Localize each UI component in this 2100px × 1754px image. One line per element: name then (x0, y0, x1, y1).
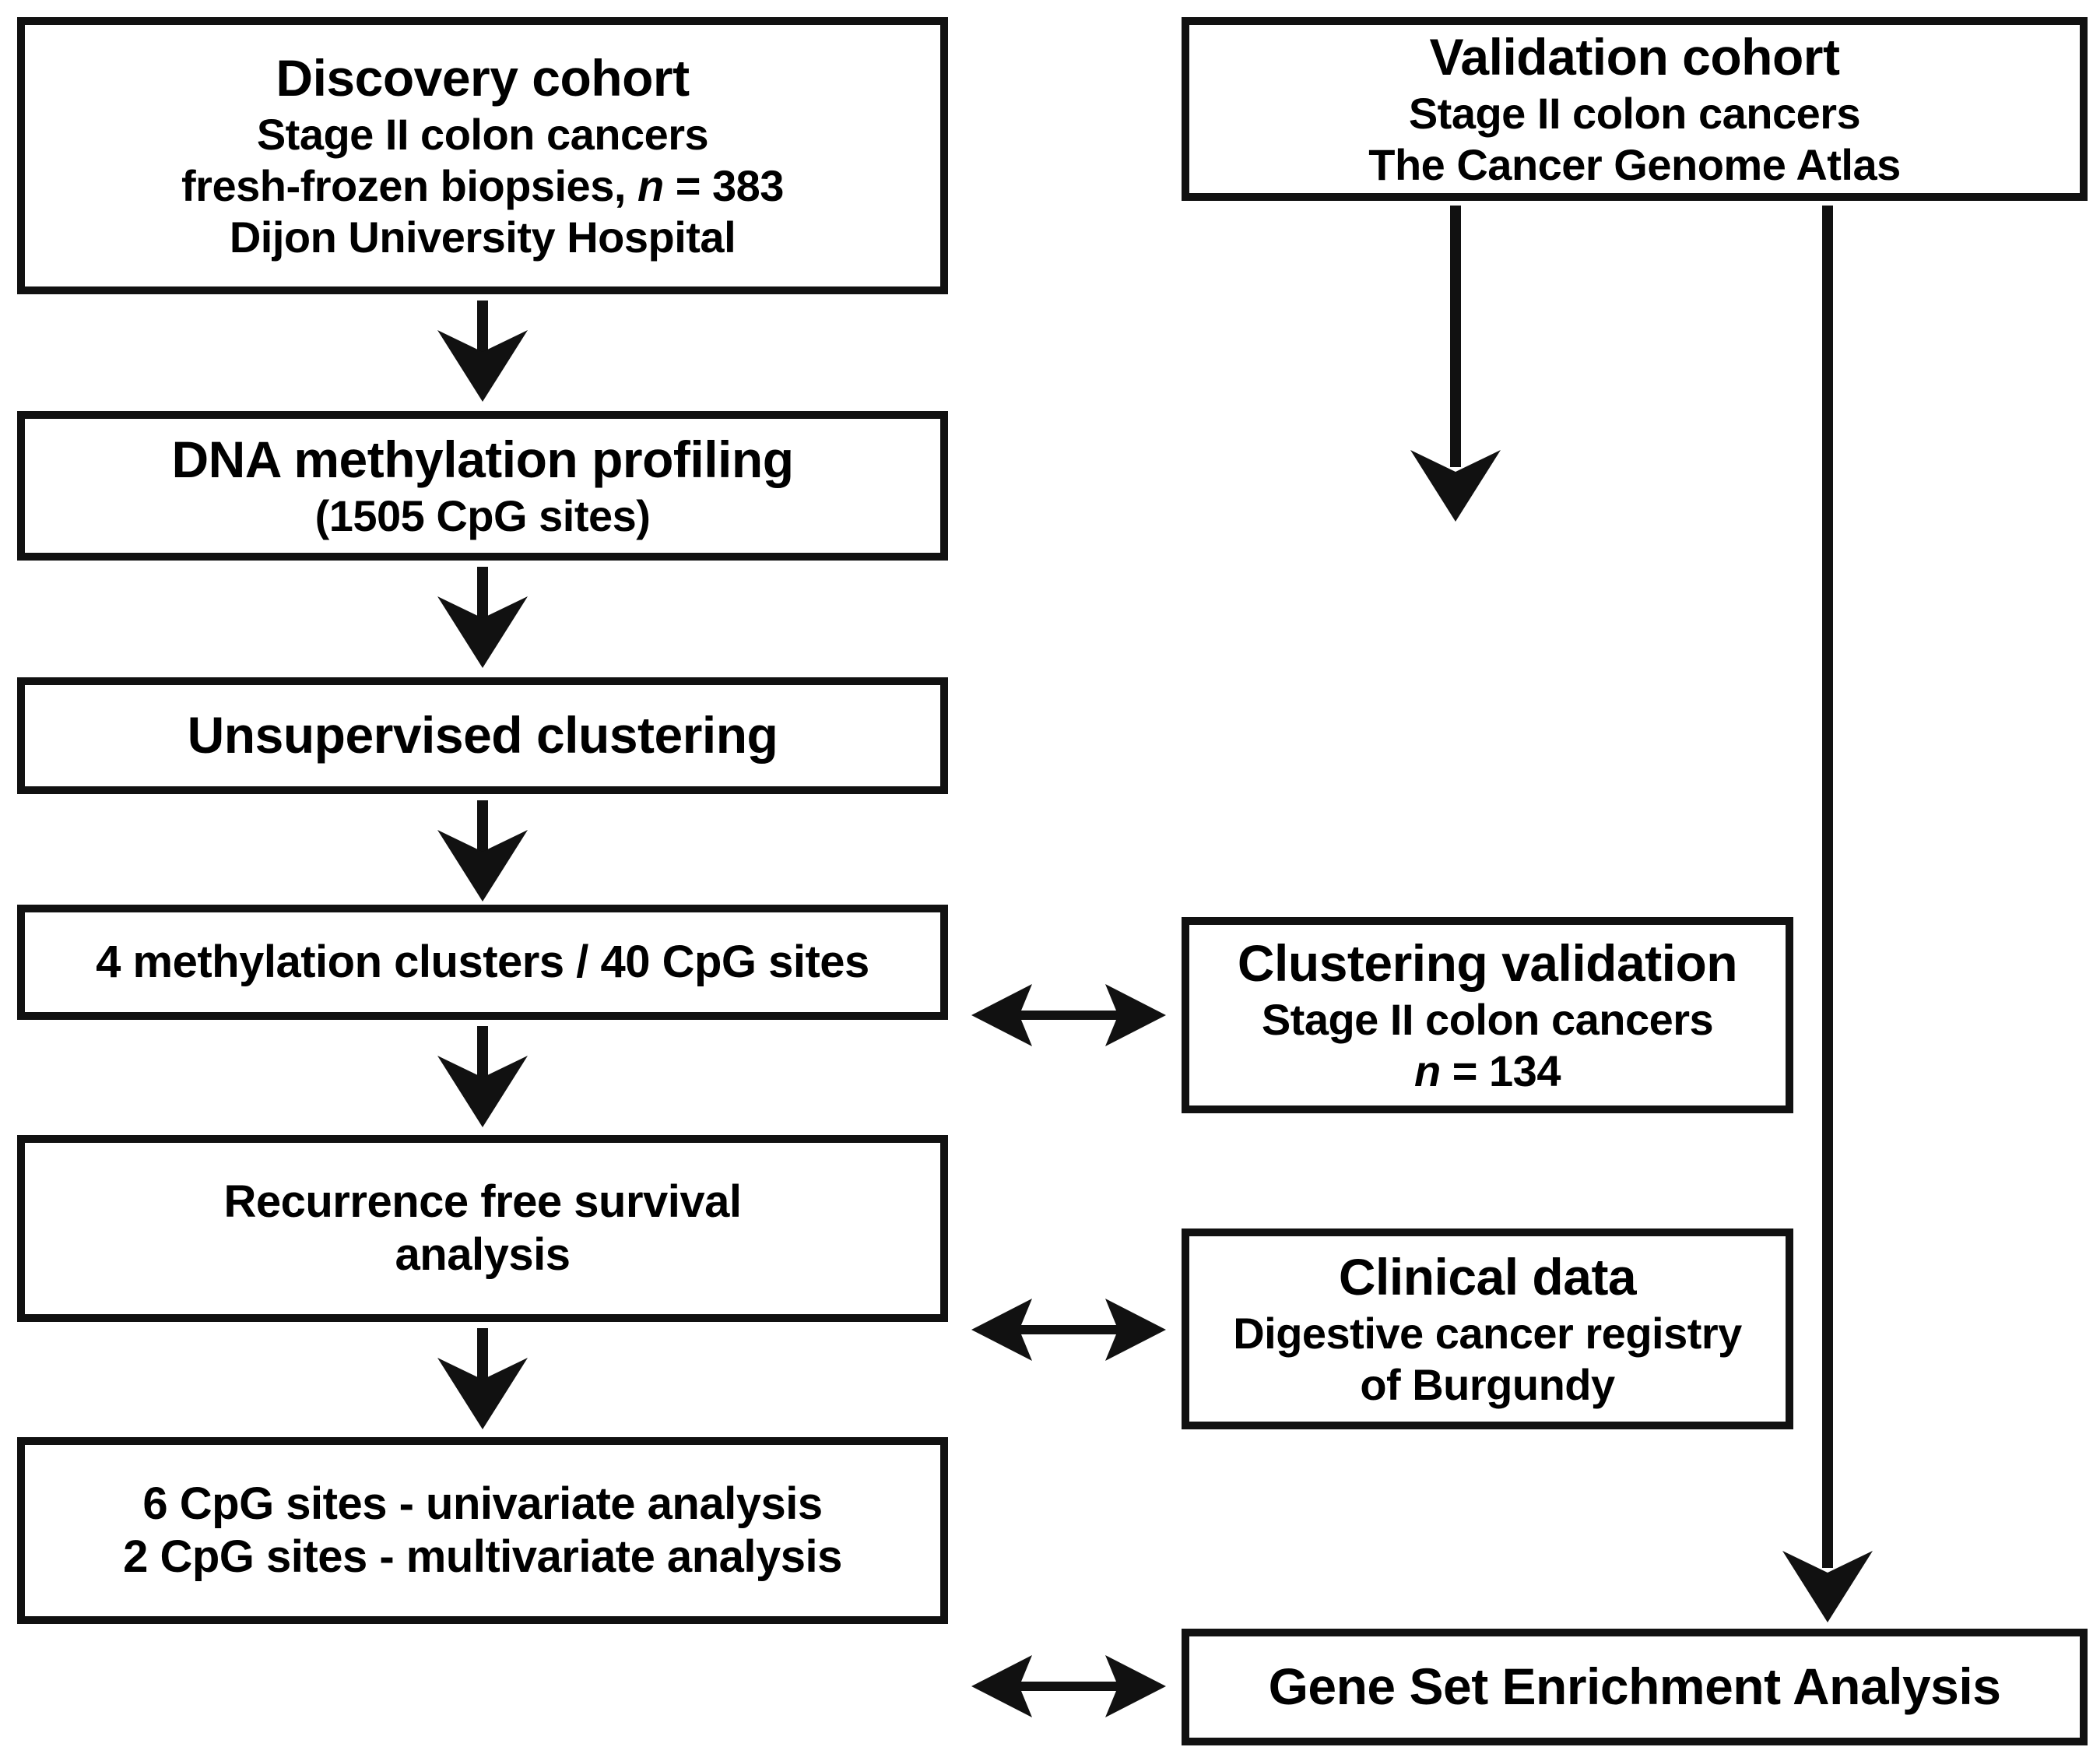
clustering-validation-line2: Stage II colon cancers (1261, 994, 1714, 1044)
discovery-cohort-line3-pre: fresh-frozen biopsies, (181, 160, 637, 210)
discovery-cohort-line4: Dijon University Hospital (229, 212, 736, 262)
arrow-validation-to-clustering-validation (1409, 206, 1502, 523)
discovery-cohort-title: Discovery cohort (276, 48, 690, 107)
arrowhead-down-icon (437, 830, 528, 902)
unsupervised-clustering-title: Unsupervised clustering (187, 706, 778, 765)
double-arrow-icon (971, 1655, 1166, 1717)
clinical-data-title: Clinical data (1338, 1247, 1637, 1306)
node-dna-methylation-profiling: DNA methylation profiling (1505 CpG site… (17, 411, 948, 561)
discovery-cohort-line2: Stage II colon cancers (256, 109, 709, 159)
arrow-rfs-to-cpg (436, 1328, 529, 1431)
gsea-title: Gene Set Enrichment Analysis (1268, 1657, 2001, 1716)
node-gene-set-enrichment-analysis: Gene Set Enrichment Analysis (1182, 1629, 2088, 1745)
arrowhead-down-icon (1410, 450, 1501, 522)
double-arrow-icon (971, 1299, 1166, 1361)
arrow-methylation-to-clustering (436, 567, 529, 670)
dna-methylation-line2: (1505 CpG sites) (314, 490, 651, 540)
node-clinical-data: Clinical data Digestive cancer registry … (1182, 1229, 1793, 1429)
dna-methylation-title: DNA methylation profiling (171, 431, 794, 489)
arrow-clusters-to-rfs (436, 1026, 529, 1129)
clinical-data-line2: Digestive cancer registry (1233, 1308, 1742, 1358)
node-clustering-validation: Clustering validation Stage II colon can… (1182, 917, 1793, 1113)
discovery-cohort-n-symbol: n (637, 160, 664, 210)
clustering-validation-line3-post: = 134 (1440, 1046, 1561, 1095)
discovery-cohort-line3: fresh-frozen biopsies, n = 383 (181, 160, 784, 212)
double-arrow-clusters-clustering-validation (971, 979, 1166, 1051)
discovery-cohort-line3-post: = 383 (663, 160, 785, 210)
methylation-clusters-title: 4 methylation clusters / 40 CpG sites (96, 936, 869, 987)
arrowhead-down-icon (437, 330, 528, 402)
node-recurrence-free-survival: Recurrence free survival analysis (17, 1135, 948, 1322)
arrowhead-down-icon (437, 596, 528, 668)
validation-cohort-line2: Stage II colon cancers (1408, 88, 1861, 138)
arrowhead-down-icon (1782, 1551, 1873, 1622)
cpg-analysis-line2: 2 CpG sites - multivariate analysis (123, 1531, 842, 1582)
arrowhead-down-icon (437, 1358, 528, 1429)
validation-cohort-line3: The Cancer Genome Atlas (1368, 139, 1901, 189)
cpg-analysis-line1: 6 CpG sites - univariate analysis (142, 1478, 823, 1529)
arrow-discovery-to-methylation (436, 301, 529, 403)
node-validation-cohort: Validation cohort Stage II colon cancers… (1182, 17, 2088, 201)
rfs-line2: analysis (395, 1229, 571, 1280)
rfs-line1: Recurrence free survival (223, 1176, 742, 1227)
double-arrow-rfs-clinical-data (971, 1294, 1166, 1366)
clustering-validation-n-symbol: n (1414, 1046, 1441, 1095)
arrow-validation-to-gsea (1781, 206, 1874, 1624)
node-discovery-cohort: Discovery cohort Stage II colon cancers … (17, 17, 948, 294)
node-unsupervised-clustering: Unsupervised clustering (17, 677, 948, 794)
node-cpg-analysis: 6 CpG sites - univariate analysis 2 CpG … (17, 1437, 948, 1624)
clustering-validation-line3: n = 134 (1414, 1046, 1561, 1097)
double-arrow-icon (971, 984, 1166, 1046)
clinical-data-line3: of Burgundy (1360, 1359, 1615, 1409)
node-methylation-clusters: 4 methylation clusters / 40 CpG sites (17, 905, 948, 1020)
validation-cohort-title: Validation cohort (1429, 27, 1840, 86)
clustering-validation-title: Clustering validation (1237, 933, 1738, 992)
arrow-clustering-to-clusters (436, 800, 529, 903)
double-arrow-cpg-gsea (971, 1650, 1166, 1722)
arrowhead-down-icon (437, 1056, 528, 1127)
